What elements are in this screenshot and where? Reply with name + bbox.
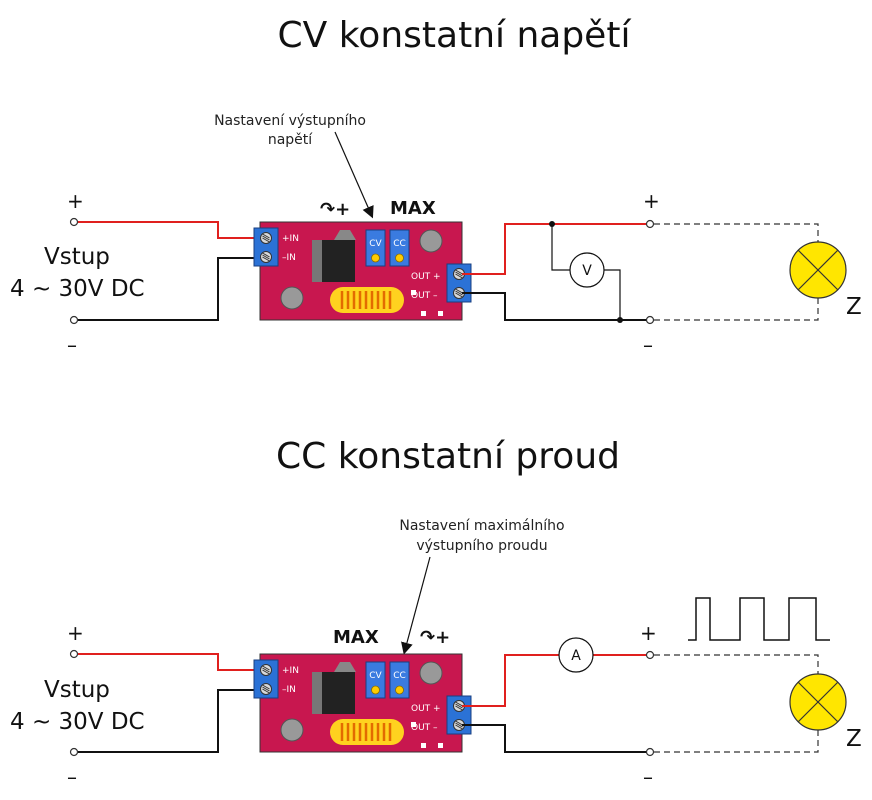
cv-pot-cv-label: CV bbox=[369, 239, 382, 249]
cc-output-negative-wire bbox=[462, 724, 650, 753]
cc-input-negative-wire bbox=[78, 689, 262, 753]
cv-input-label-line1: Vstup bbox=[44, 244, 110, 270]
cc-module-board: +IN –IN CV CC bbox=[253, 653, 472, 753]
cv-input-negative-wire bbox=[78, 257, 262, 321]
cc-input-minus-sign: – bbox=[67, 765, 77, 789]
cc-input-positive-wire bbox=[78, 653, 262, 671]
cc-input-plus-sign: + bbox=[67, 621, 84, 645]
cv-title: CV konstatní napětí bbox=[278, 15, 632, 56]
cc-max-label: MAX bbox=[333, 627, 379, 648]
cc-section: CC konstatní proud Nastavení maximálního… bbox=[10, 436, 862, 789]
cv-out-minus-label: OUT – bbox=[411, 291, 438, 301]
cv-voltmeter-label: V bbox=[582, 263, 592, 279]
cc-note-arrow bbox=[401, 556, 431, 655]
cv-in-plus-label: +IN bbox=[282, 234, 299, 244]
cc-input-label-line2: 4 ~ 30V DC bbox=[10, 709, 145, 735]
cc-input-plus-terminal bbox=[69, 649, 79, 659]
cv-pot-cc-label: CC bbox=[393, 239, 406, 249]
cv-pot-cv bbox=[365, 229, 386, 267]
cv-output-negative-wire bbox=[462, 292, 650, 321]
cc-pot-cc-label: CC bbox=[393, 671, 406, 681]
cv-output-plus-sign: + bbox=[643, 189, 660, 213]
cv-note-arrow bbox=[334, 131, 374, 219]
cc-ammeter bbox=[558, 637, 594, 673]
cv-input-minus-terminal bbox=[69, 315, 79, 325]
cv-max-label: MAX bbox=[390, 198, 436, 219]
cv-output-plus-terminal bbox=[645, 219, 655, 229]
cc-in-minus-label: –IN bbox=[282, 685, 296, 695]
cv-pot-cc bbox=[389, 229, 410, 267]
cc-title: CC konstatní proud bbox=[276, 436, 620, 477]
cc-lamp-icon bbox=[789, 673, 847, 731]
cv-module-board: +IN –IN CV CC bbox=[253, 221, 472, 321]
cc-output-minus-terminal bbox=[645, 747, 655, 757]
cc-load-label: Z bbox=[846, 726, 862, 752]
cv-input-minus-sign: – bbox=[67, 333, 77, 357]
cv-input-positive-wire bbox=[78, 221, 262, 239]
cc-capacitor-top bbox=[419, 661, 443, 685]
cc-input-label-line1: Vstup bbox=[44, 677, 110, 703]
cv-note-line1: Nastavení výstupního bbox=[214, 113, 366, 129]
cv-voltmeter bbox=[569, 252, 605, 288]
cv-lamp-icon bbox=[789, 241, 847, 299]
cc-out-plus-label: OUT + bbox=[411, 704, 441, 714]
cc-note-line2: výstupního proudu bbox=[416, 538, 547, 554]
cv-rotate-plus: ↷+ bbox=[320, 199, 350, 220]
cv-input-label-line2: 4 ~ 30V DC bbox=[10, 276, 145, 302]
cv-note-line2: napětí bbox=[268, 132, 313, 148]
cv-input-plus-sign: + bbox=[67, 189, 84, 213]
cv-output-positive-wire bbox=[462, 223, 650, 275]
cv-output-minus-sign: – bbox=[643, 333, 653, 357]
cc-ammeter-label: A bbox=[571, 648, 581, 664]
cc-pwm-waveform bbox=[688, 597, 830, 641]
cc-pot-cv-label: CV bbox=[369, 671, 382, 681]
cc-output-plus-terminal bbox=[645, 650, 655, 660]
cc-output-minus-sign: – bbox=[643, 765, 653, 789]
cv-capacitor-bottom bbox=[280, 286, 304, 310]
cv-output-minus-terminal bbox=[645, 315, 655, 325]
cv-capacitor-top bbox=[419, 229, 443, 253]
cv-section: CV konstatní napětí Nastavení výstupního… bbox=[10, 15, 862, 357]
cc-pot-cv bbox=[365, 661, 386, 699]
cv-input-plus-terminal bbox=[69, 217, 79, 227]
cc-input-minus-terminal bbox=[69, 747, 79, 757]
cc-note-line1: Nastavení maximálního bbox=[399, 518, 564, 534]
cc-output-plus-sign: + bbox=[640, 621, 657, 645]
cc-output-positive-wire-a bbox=[462, 654, 559, 707]
cv-load-label: Z bbox=[846, 294, 862, 320]
cc-rotate-plus: ↷+ bbox=[420, 627, 450, 648]
cc-capacitor-bottom bbox=[280, 718, 304, 742]
cc-out-minus-label: OUT – bbox=[411, 723, 438, 733]
cv-in-minus-label: –IN bbox=[282, 253, 296, 263]
cc-pot-cc bbox=[389, 661, 410, 699]
cv-out-plus-label: OUT + bbox=[411, 272, 441, 282]
cc-in-plus-label: +IN bbox=[282, 666, 299, 676]
